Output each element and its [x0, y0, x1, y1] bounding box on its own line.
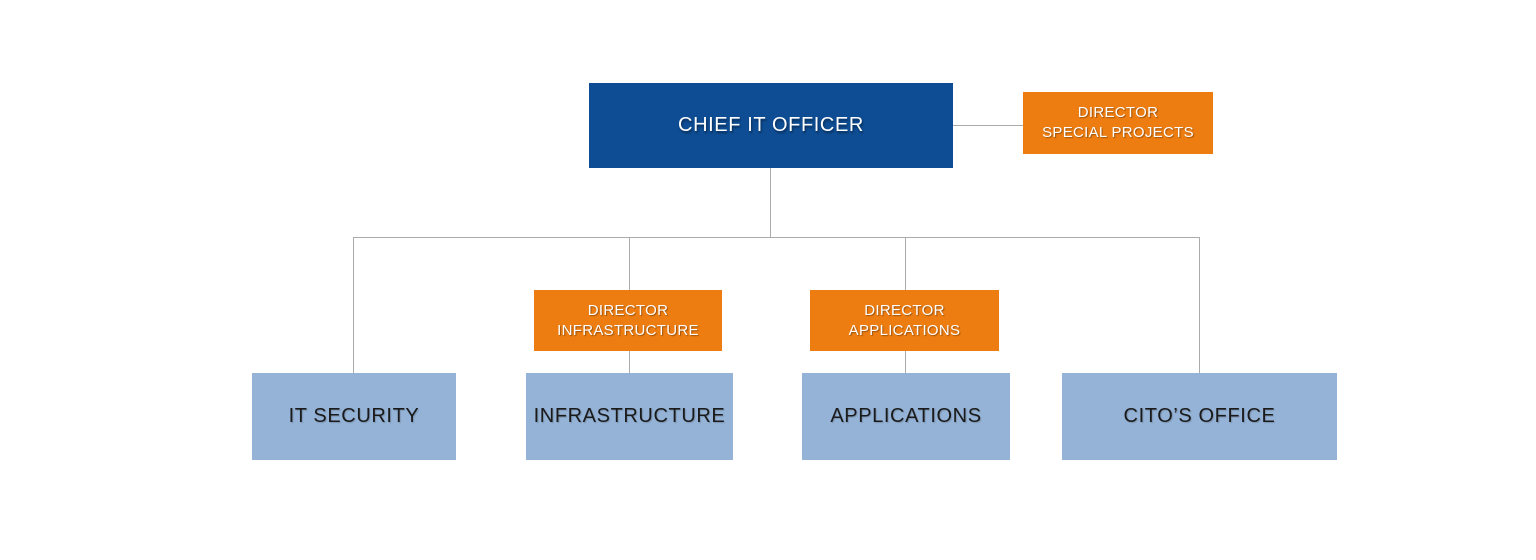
node-label: IT SECURITY [288, 405, 420, 427]
node-it-security[interactable]: IT SECURITY [252, 373, 456, 460]
connector-cio-stem [770, 168, 771, 238]
connector-drop-it-security [353, 237, 354, 373]
node-label: APPLICATIONS [830, 405, 982, 427]
node-applications[interactable]: APPLICATIONS [802, 373, 1010, 460]
node-citos-office[interactable]: CITO’S OFFICE [1062, 373, 1337, 460]
node-label: CITO’S OFFICE [1123, 405, 1276, 427]
node-label-line1: DIRECTOR [1077, 104, 1159, 121]
connector-drop-citos-office [1199, 237, 1200, 374]
node-infrastructure[interactable]: INFRASTRUCTURE [526, 373, 733, 460]
node-label: CHIEF IT OFFICER [678, 114, 864, 136]
node-label-line1: DIRECTOR [864, 301, 945, 319]
node-director-infrastructure[interactable]: DIRECTOR INFRASTRUCTURE [534, 290, 722, 351]
node-director-applications[interactable]: DIRECTOR APPLICATIONS [810, 290, 999, 351]
connector-main-horizontal [353, 237, 1200, 238]
node-label-line2: INFRASTRUCTURE [557, 321, 699, 339]
node-label-line2: SPECIAL PROJECTS [1042, 124, 1194, 141]
connector-cio-special-projects [953, 125, 1023, 126]
node-label: INFRASTRUCTURE [533, 405, 726, 427]
node-label-line1: DIRECTOR [587, 301, 669, 319]
node-director-special-projects[interactable]: DIRECTOR SPECIAL PROJECTS [1023, 92, 1213, 154]
node-label-line2: APPLICATIONS [848, 321, 961, 339]
node-chief-it-officer[interactable]: CHIEF IT OFFICER [589, 83, 953, 168]
